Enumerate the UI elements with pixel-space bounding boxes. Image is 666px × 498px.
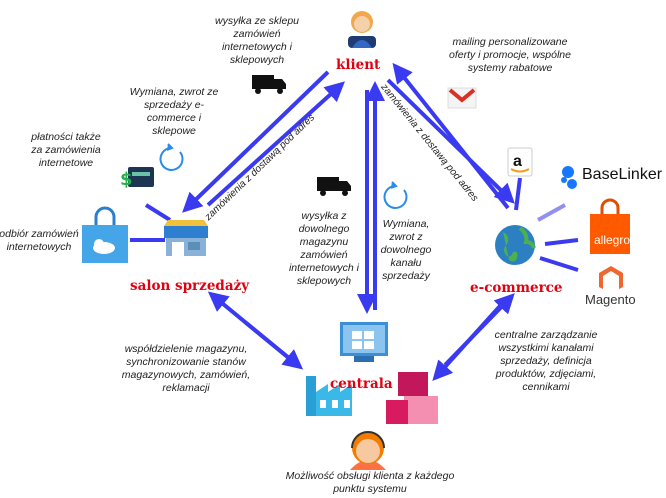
support-agent-icon [350, 431, 386, 470]
arrow-client-to-ecommerce [386, 78, 515, 204]
baselinker-label: BaseLinker [582, 166, 663, 183]
note-warehouse-sharing: współdzielenie magazynu, synchronizowani… [121, 343, 251, 394]
arrow-client-to-store [182, 70, 330, 213]
magento-logo-icon [599, 266, 623, 289]
svg-text:$: $ [120, 169, 133, 190]
note-shipping-from-store: wysyłka ze sklepu zamówień internetowych… [214, 15, 300, 66]
arrow-store-central-b [207, 291, 298, 366]
truck-center-icon [317, 177, 351, 196]
arrow-ecommerce-central-b [443, 293, 515, 367]
note-returns-any: Wymiana, zwrot z dowolnego kanału sprzed… [380, 218, 432, 282]
client-title: klient [336, 57, 381, 73]
connector-store-payments [144, 203, 172, 222]
mail-icon [447, 87, 477, 109]
baselinker-logo-icon [561, 166, 577, 189]
factory-icon [306, 376, 352, 416]
connector-ecommerce-allegro [544, 238, 579, 246]
note-shipping-central: wysyłka z dowolnego magazynu zamówień in… [288, 210, 360, 287]
store-title: salon sprzedaży [130, 278, 250, 294]
note-mailing: mailing personalizowane oferty i promocj… [449, 36, 571, 74]
connector-ecommerce-magento [539, 256, 579, 272]
payment-card-icon: $ [120, 167, 154, 190]
refresh-center-icon [383, 181, 408, 209]
monitor-icon [340, 322, 388, 362]
note-customer-service: Możliwość obsługi klienta z każdego punk… [285, 470, 455, 495]
connector-ecommerce-baselinker [537, 203, 566, 222]
allegro-icon [590, 198, 630, 254]
note-returns-store: Wymiana, zwrot ze sprzedaży e-commerce i… [129, 86, 219, 137]
globe-icon [495, 225, 536, 265]
arrows [130, 62, 579, 381]
amazon-icon: a [507, 147, 533, 177]
refresh-icon [159, 143, 184, 171]
client-avatar-icon [348, 11, 376, 48]
connector-ecommerce-amazon [514, 177, 522, 211]
truck-icon [252, 75, 286, 94]
svg-text:a: a [513, 153, 522, 170]
allegro-label: allegro [594, 233, 631, 247]
ecommerce-title: e-commerce [470, 280, 563, 296]
arrow-ecommerce-to-client [392, 62, 510, 210]
central-title: centrala [330, 376, 393, 392]
note-pickup: odbiór zamówień internetowych [0, 228, 79, 253]
note-central-management: centralne zarządzanie wszystkimi kanałam… [494, 329, 598, 393]
shopping-bag-icon [82, 206, 128, 263]
store-icon [164, 220, 208, 256]
boxes-icon [386, 372, 438, 424]
arrow-store-to-client [206, 81, 345, 207]
note-payments: płatności także za zamówienia internetow… [31, 131, 101, 169]
magento-label: Magento [585, 292, 636, 307]
